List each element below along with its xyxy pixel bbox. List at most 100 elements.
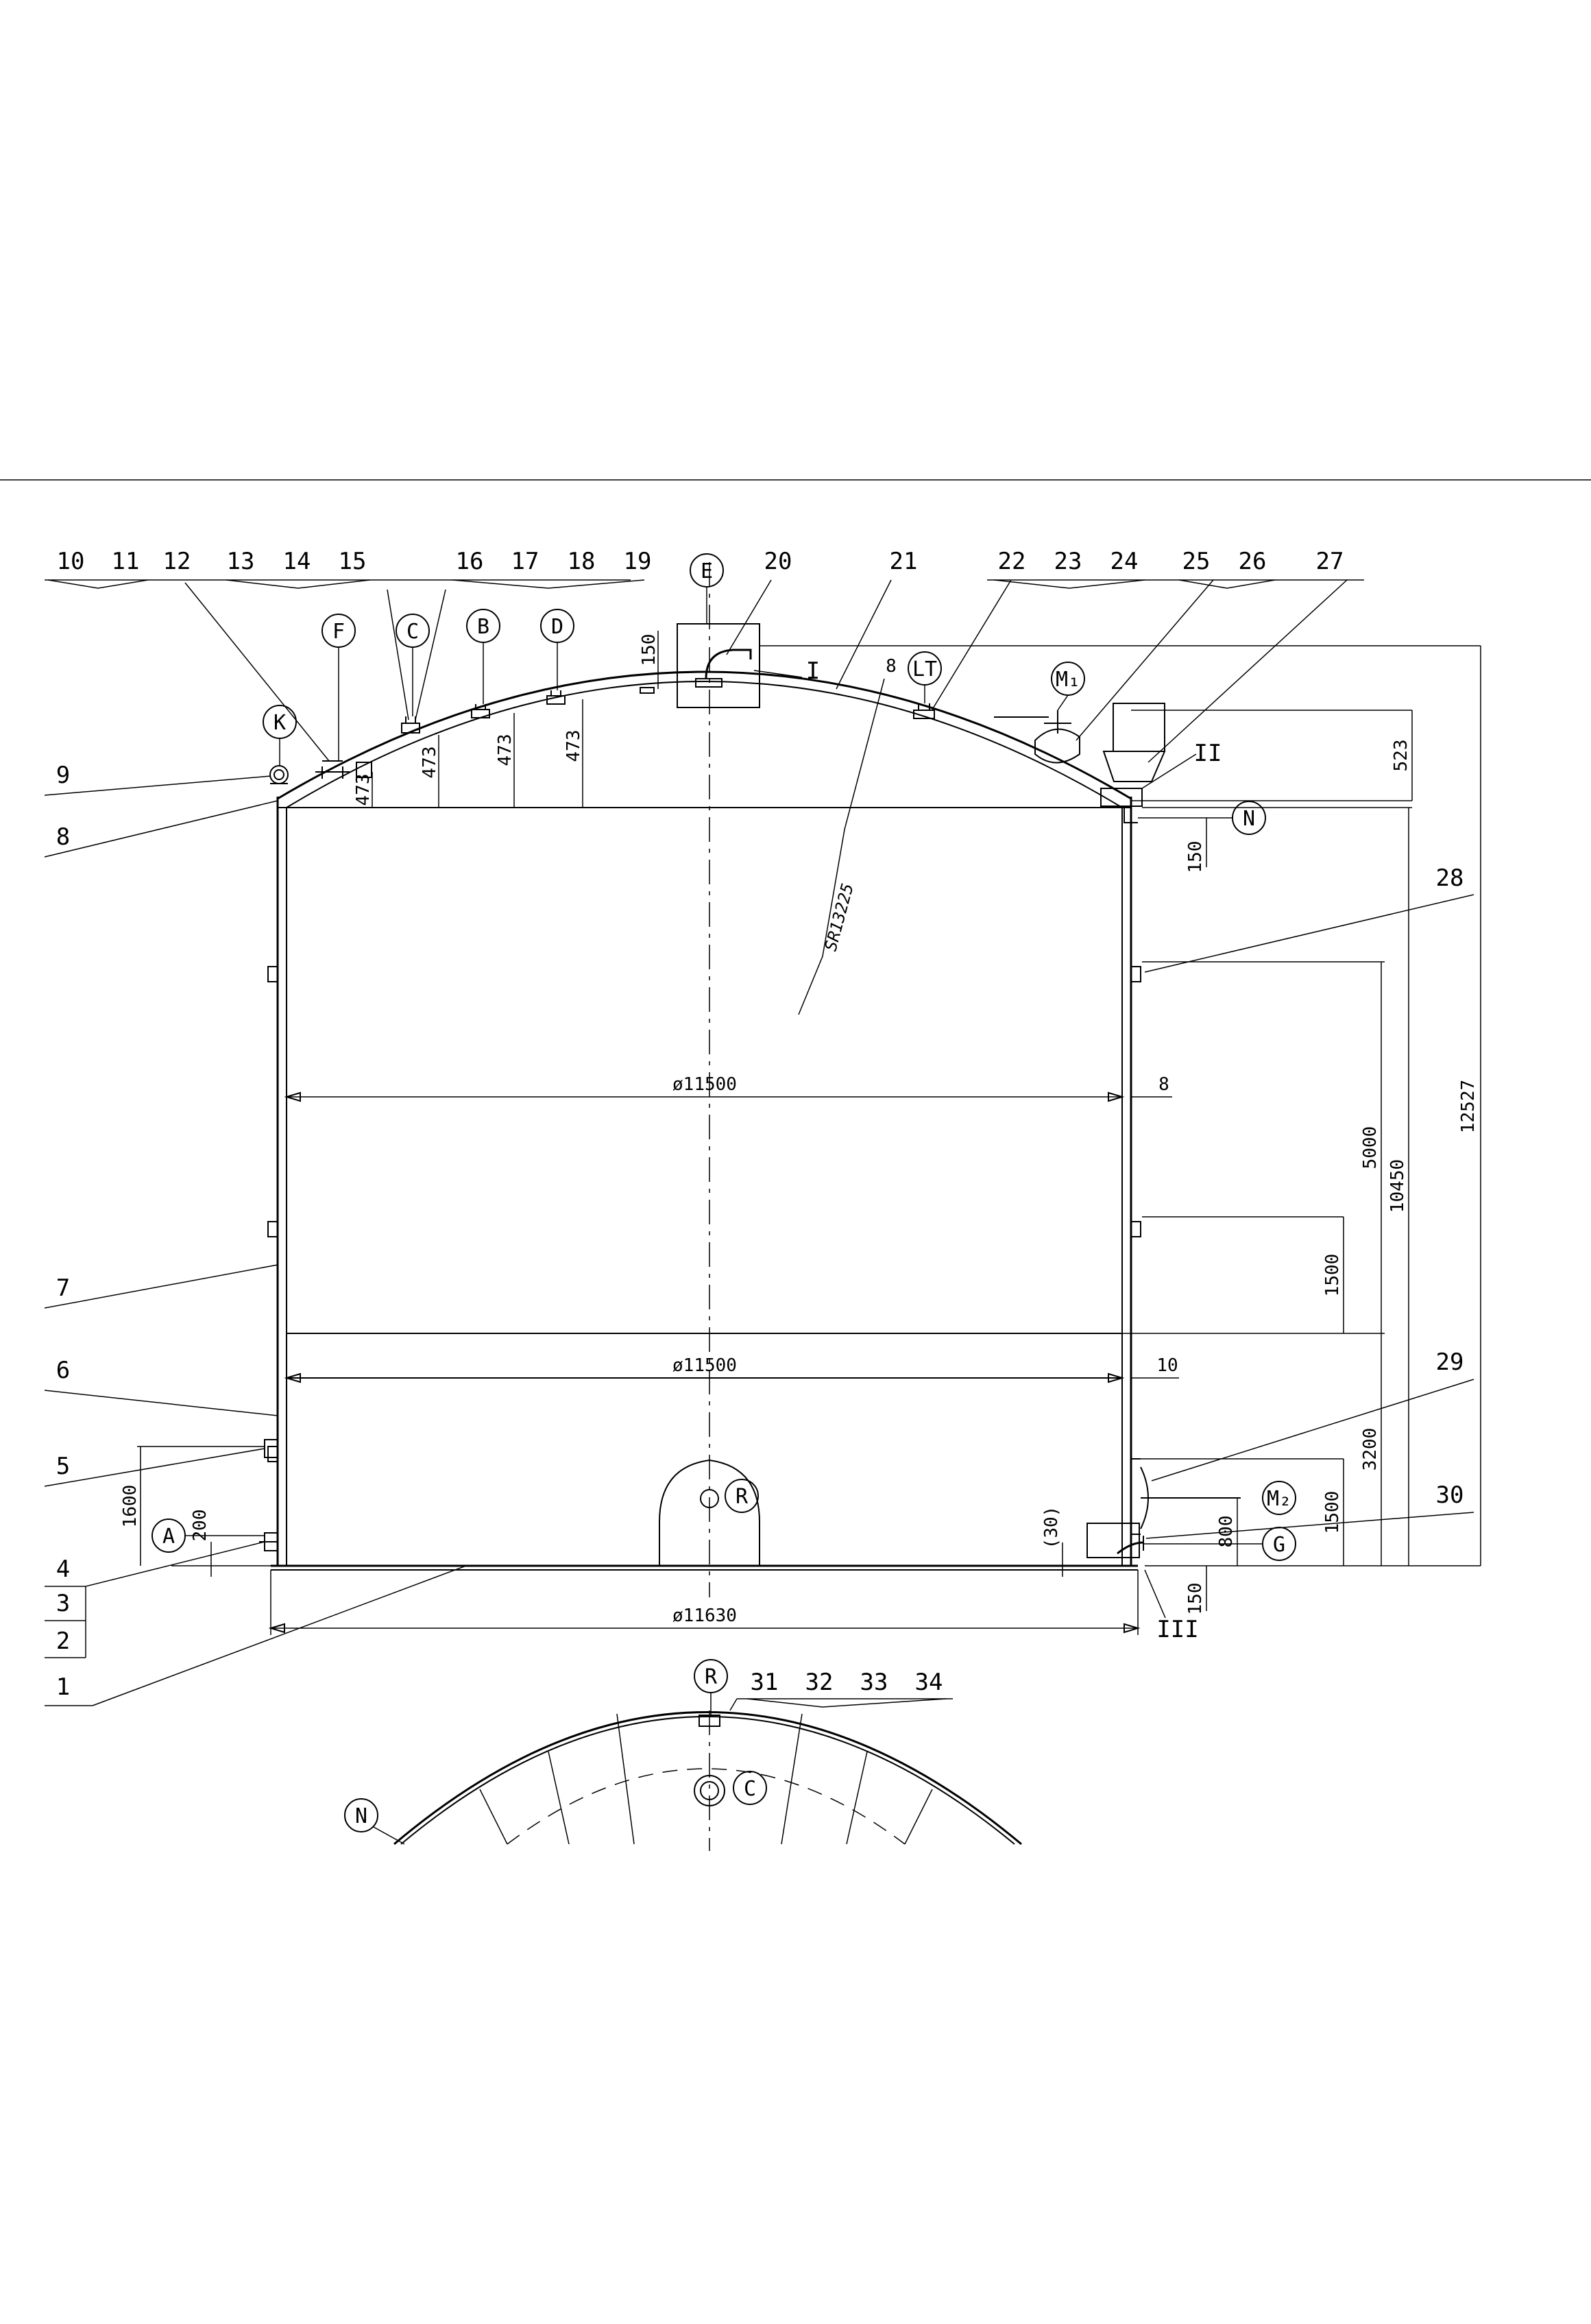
- dim-thk-lower: 10: [1156, 1355, 1178, 1376]
- dim-roof-rise: 523: [1391, 740, 1411, 772]
- dim-g-level: 800: [1216, 1516, 1237, 1548]
- dim-inlet-height: 1600: [120, 1485, 141, 1528]
- part-2: 2: [56, 1627, 70, 1655]
- part-27: 27: [1316, 548, 1344, 575]
- detail-iii-frame: [1086, 1523, 1140, 1558]
- plan-nozzle-c-opening: [694, 1775, 725, 1806]
- dim-overall-height: 12527: [1458, 1080, 1479, 1133]
- leader-27: [1147, 579, 1348, 763]
- plan-shell-inner-arc: [400, 1716, 1015, 1845]
- dim-dia-lower: ø11500: [672, 1355, 737, 1376]
- dim-m2-level: 1500: [1322, 1491, 1343, 1534]
- dim-roof-thk: 8: [886, 656, 897, 677]
- dim-iii-drop: 150: [1185, 1583, 1206, 1615]
- part-23: 23: [1054, 548, 1082, 575]
- nozzle-lt-bubble: LT: [908, 651, 942, 703]
- leader-28: [1144, 894, 1474, 973]
- roof-nozzle-12: [356, 762, 372, 778]
- manway-r-opening: [700, 1489, 719, 1508]
- inlet-nozzle-flange: [264, 1439, 278, 1458]
- part-16: 16: [456, 548, 484, 575]
- svg-text:E: E: [701, 559, 713, 583]
- plan-view: C R N 31 32 33 34: [344, 1659, 1022, 1851]
- part-18: 18: [568, 548, 596, 575]
- part-9: 9: [56, 762, 70, 789]
- leader-29: [1151, 1379, 1474, 1481]
- nozzle-n-bubble: N: [1138, 801, 1266, 835]
- part-25: 25: [1182, 548, 1211, 575]
- part-22: 22: [998, 548, 1026, 575]
- nozzle-g-pipe: [1117, 1541, 1144, 1555]
- detail-ii-mark: II: [1194, 740, 1222, 767]
- dim-roof-f: 473: [353, 774, 374, 806]
- part-12: 12: [163, 548, 191, 575]
- svg-text:G: G: [1273, 1533, 1285, 1557]
- nozzle-k-body: [269, 765, 289, 784]
- detail-i-frame: [677, 623, 760, 708]
- dim-thk-upper: 8: [1158, 1074, 1169, 1095]
- dim-roof-e: 150: [639, 634, 659, 666]
- nozzle-a-bubble: A: [151, 1518, 265, 1553]
- svg-text:N: N: [355, 1804, 367, 1828]
- leader-12: [184, 582, 330, 762]
- part-20: 20: [764, 548, 792, 575]
- dim-roof-c: 473: [420, 747, 440, 779]
- dim-n-drop: 150: [1185, 841, 1206, 873]
- part-32: 32: [805, 1669, 834, 1696]
- leader-5: [44, 1448, 265, 1487]
- svg-text:M₁: M₁: [1056, 668, 1080, 692]
- part-15: 15: [339, 548, 367, 575]
- detail-i-mark: I: [806, 657, 820, 685]
- tank-elevation: [259, 562, 1241, 1597]
- part-8: 8: [56, 823, 70, 851]
- part-11: 11: [112, 548, 140, 575]
- dome-roof-inner: [286, 681, 1123, 808]
- brace-10-11: [47, 579, 149, 589]
- leader-16: [415, 589, 446, 721]
- leader-15: [387, 589, 409, 721]
- nozzle-e-gooseneck: [705, 649, 752, 679]
- part-21: 21: [890, 548, 918, 575]
- valve-m1-body: [1034, 728, 1080, 764]
- dim-roof-b: 473: [495, 734, 515, 766]
- dim-lower-course: 3200: [1360, 1428, 1381, 1471]
- part-17: 17: [511, 548, 539, 575]
- part-10: 10: [57, 548, 85, 575]
- nozzle-e-bubble: E: [690, 553, 724, 624]
- leader-8: [44, 800, 278, 858]
- part-24: 24: [1110, 548, 1139, 575]
- part-33: 33: [860, 1669, 888, 1696]
- part-29: 29: [1436, 1348, 1464, 1376]
- dim-roof-d: 473: [563, 730, 584, 762]
- leader-1: [92, 1565, 467, 1706]
- svg-text:N: N: [1243, 807, 1255, 831]
- detail-marks: I II III: [753, 657, 1222, 1643]
- leader-4: [85, 1541, 265, 1587]
- svg-text:R: R: [736, 1485, 749, 1509]
- svg-text:A: A: [162, 1525, 175, 1549]
- part-34: 34: [915, 1669, 943, 1696]
- leader-30: [1145, 1512, 1474, 1539]
- nozzle-c-bubble: C: [396, 614, 430, 716]
- manway-r-reinforcement: [659, 1459, 760, 1566]
- leader-20: [726, 579, 772, 655]
- left-part-callouts: 9 8 7 6 5 4 3 2 1: [44, 762, 467, 1706]
- detail-ii-frame: [1100, 788, 1143, 807]
- svg-text:LT: LT: [912, 657, 937, 681]
- nozzle-m1-bubble: M₁: [1051, 662, 1085, 711]
- part-31: 31: [751, 1669, 779, 1696]
- nozzle-b-body: [471, 704, 490, 718]
- nozzle-d-bubble: D: [540, 609, 574, 690]
- svg-text:F: F: [332, 620, 345, 644]
- svg-text:C: C: [744, 1777, 756, 1801]
- nozzle-e-flange: [695, 678, 722, 688]
- svg-text:C: C: [406, 620, 419, 644]
- part-30: 30: [1436, 1481, 1464, 1509]
- top-part-callouts: 10 11 12 13 14 15 16 17 18 19 20 21 22 2…: [45, 548, 1364, 763]
- svg-text:R: R: [705, 1665, 718, 1689]
- detail-iii-mark: III: [1156, 1616, 1198, 1643]
- svg-text:D: D: [551, 615, 563, 639]
- dim-shell-height: 10450: [1387, 1159, 1408, 1213]
- dimensions: 150 473 473 473 473 12527 523 10450 5000…: [120, 631, 1481, 1635]
